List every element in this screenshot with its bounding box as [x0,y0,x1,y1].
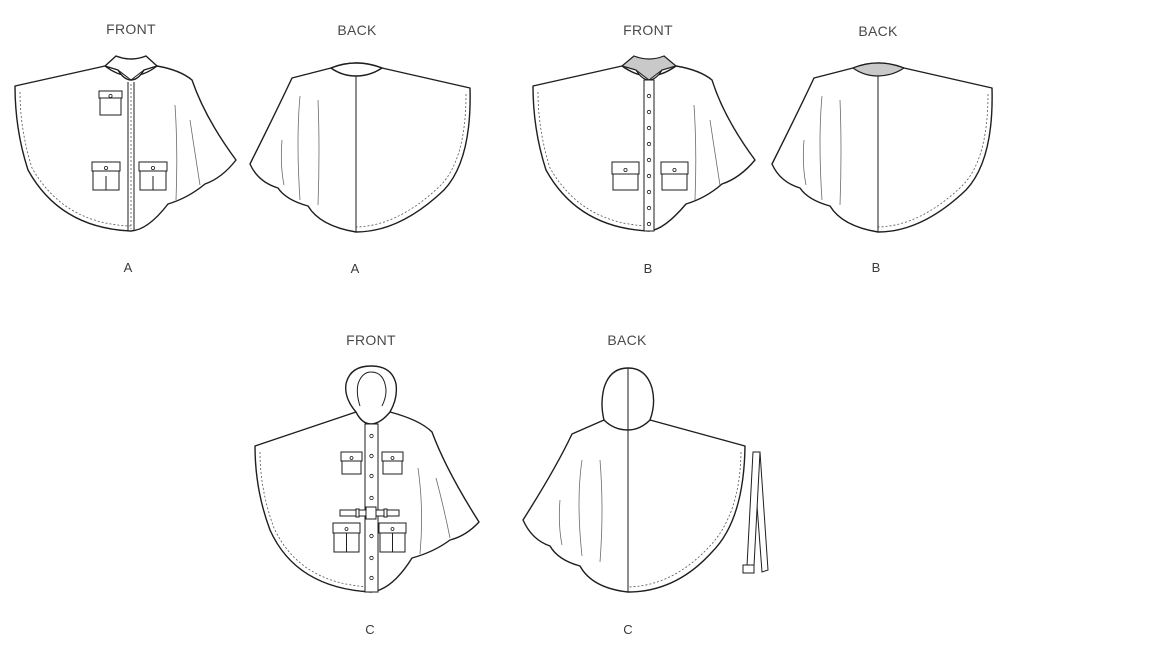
cape-b-back-drawing [771,62,993,233]
view-b-back-heading: BACK [858,23,898,39]
view-a-front-heading: FRONT [106,21,156,37]
view-b-back-letter: B [871,260,881,275]
view-b-front-letter: B [643,261,653,276]
loose-belt-drawing [742,451,769,574]
view-c-back-letter: C [623,622,633,637]
cape-a-back-drawing [249,62,471,233]
cape-c-back-drawing [522,367,746,593]
cape-b-front-drawing [532,55,756,232]
cape-a-front-drawing [14,55,237,232]
view-b-front-heading: FRONT [623,22,673,38]
view-a-back-letter: A [350,261,360,276]
view-a-front-letter: A [123,260,133,275]
cape-c-front-drawing [254,365,480,593]
view-c-front-letter: C [365,622,375,637]
view-a-back-heading: BACK [337,22,377,38]
view-c-front-heading: FRONT [346,332,396,348]
view-c-back-heading: BACK [607,332,647,348]
